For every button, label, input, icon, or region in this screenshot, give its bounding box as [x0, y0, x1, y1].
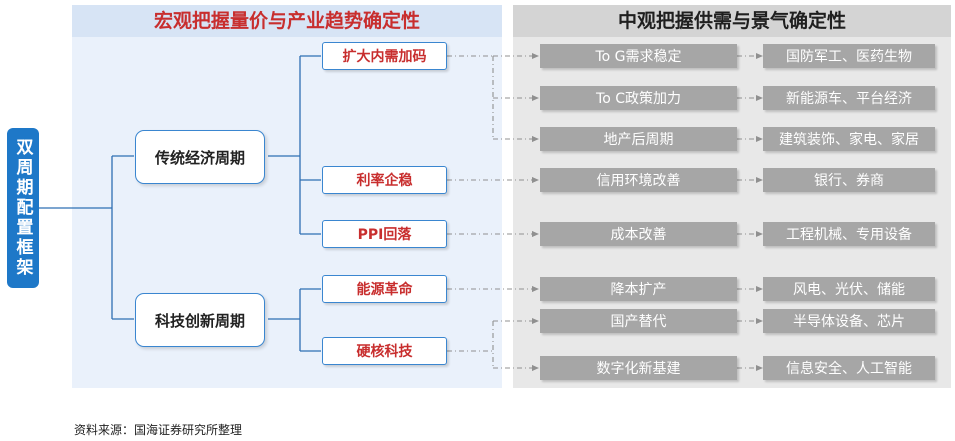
arrowhead — [756, 286, 763, 292]
condition-box: 信用环境改善 — [540, 168, 737, 192]
arrowhead — [532, 318, 539, 324]
arrowhead — [756, 231, 763, 237]
meso-header: 中观把握供需与景气确定性 — [513, 5, 951, 37]
condition-box: 降本扩产 — [540, 277, 737, 301]
arrowhead — [756, 177, 763, 183]
arrowhead — [756, 365, 763, 371]
source-note: 资料来源：国海证券研究所整理 — [74, 423, 243, 437]
arrowhead — [532, 365, 539, 371]
macro-header: 宏观把握量价与产业趋势确定性 — [72, 5, 502, 37]
condition-box: 成本改善 — [540, 222, 737, 246]
arrowhead — [756, 95, 763, 101]
condition-box: To C政策加力 — [540, 86, 737, 110]
condition-box: 国产替代 — [540, 309, 737, 333]
condition-box: 数字化新基建 — [540, 356, 737, 380]
arrowheads — [532, 53, 539, 371]
traditional-cycle-connector — [268, 55, 321, 235]
arrowhead — [532, 177, 539, 183]
sector-box: 半导体设备、芯片 — [763, 309, 935, 333]
factor-energy-revolution: 能源革命 — [322, 275, 447, 303]
factor-interest-rate: 利率企稳 — [322, 166, 447, 194]
arrowhead — [532, 95, 539, 101]
sector-box: 新能源车、平台经济 — [763, 86, 935, 110]
condition-box: 地产后周期 — [540, 127, 737, 151]
condition-box: To G需求稳定 — [540, 44, 737, 68]
arrowhead — [532, 136, 539, 142]
tech-cycle-box: 科技创新周期 — [135, 293, 265, 347]
factor-tech-branch — [447, 320, 538, 368]
arrowhead — [532, 286, 539, 292]
factor-domestic-demand: 扩大内需加码 — [322, 42, 447, 70]
factor-ppi: PPI回落 — [322, 220, 447, 248]
sector-box: 国防军工、医药生物 — [763, 44, 935, 68]
arrowhead — [532, 53, 539, 59]
root-framework-box: 双周期配置框架 — [7, 128, 39, 288]
sector-box: 银行、券商 — [763, 168, 935, 192]
arrowhead — [756, 136, 763, 142]
arrowhead — [532, 231, 539, 237]
factor-hard-tech: 硬核科技 — [322, 337, 447, 365]
factor-demand-branch — [447, 55, 538, 139]
tech-cycle-connector — [268, 288, 321, 352]
root-to-cycles-connector — [39, 155, 134, 320]
sector-box: 信息安全、人工智能 — [763, 356, 935, 380]
traditional-cycle-box: 传统经济周期 — [135, 130, 265, 184]
arrowhead — [756, 53, 763, 59]
sector-box: 工程机械、专用设备 — [763, 222, 935, 246]
sector-box: 建筑装饰、家电、家居 — [763, 127, 935, 151]
arrowhead — [756, 318, 763, 324]
sector-box: 风电、光伏、储能 — [763, 277, 935, 301]
